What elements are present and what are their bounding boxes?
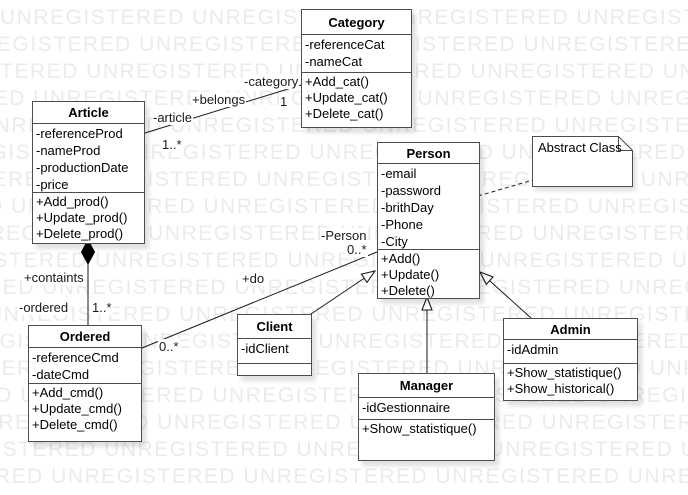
class-method: +Update_prod() [36, 210, 128, 225]
composition-diamond-icon [80, 238, 96, 266]
edge-client-person-generalization[interactable] [310, 270, 377, 315]
multiplicity-label: 1 [279, 94, 289, 109]
class-article[interactable]: Article -referenceProd -nameProd -produc… [32, 101, 145, 244]
watermark-text: UNREGISTERED UNREGISTERED UNREGISTERED U… [0, 168, 688, 191]
class-method: +Show_historical() [507, 381, 615, 396]
edge-ordered-person[interactable] [141, 251, 378, 349]
class-method: +Add_cat() [305, 74, 369, 89]
class-attribute: -idClient [241, 341, 289, 356]
watermark-text: UNREGISTERED UNREGISTERED UNREGISTERED U… [0, 195, 688, 218]
watermark-text: UNREGISTERED UNREGISTERED UNREGISTERED U… [0, 438, 688, 461]
role-label-ordered: -ordered [18, 300, 70, 315]
class-method: +Delete_prod() [36, 226, 124, 241]
class-method: +Update() [381, 267, 440, 282]
edge-name-containts: +containts [23, 270, 85, 285]
class-attribute: -City [381, 234, 408, 249]
class-attribute: -dateCmd [32, 367, 90, 382]
class-title: Manager [399, 378, 454, 393]
class-title: Person [406, 145, 451, 161]
edge-name-belongs: +belongs [191, 92, 247, 107]
multiplicity-label: 0..* [158, 339, 180, 354]
class-category[interactable]: Category -referenceCat -nameCat +Add_cat… [301, 9, 412, 128]
class-method: +Update_cmd() [32, 401, 122, 416]
class-title: Client [256, 319, 293, 334]
role-label-article: -article [152, 110, 194, 125]
class-attribute: -idAdmin [507, 342, 559, 357]
watermark-text: UNREGISTERED UNREGISTERED UNREGISTERED U… [0, 465, 688, 488]
class-method: +Update_cat() [305, 90, 388, 105]
watermark-text: UNREGISTERED UNREGISTERED UNREGISTERED U… [0, 411, 688, 434]
class-manager[interactable]: Manager -idGestionnaire +Show_statistiqu… [358, 373, 495, 461]
class-attribute: -Phone [381, 217, 423, 232]
class-method: +Delete_cmd() [32, 417, 118, 432]
class-attribute: -brithDay [381, 200, 434, 215]
class-attribute: -nameCat [305, 54, 363, 69]
role-label-person: -Person [320, 228, 368, 243]
multiplicity-label: 1..* [91, 300, 113, 315]
edge-admin-person-generalization[interactable] [478, 270, 532, 319]
note-text: Abstract Class [538, 140, 622, 155]
edge-article-category[interactable] [144, 84, 302, 134]
class-attribute: -nameProd [36, 143, 101, 158]
class-attribute: -productionDate [36, 160, 129, 175]
class-title: Admin [550, 321, 591, 337]
class-ordered[interactable]: Ordered -referenceCmd -dateCmd +Add_cmd(… [28, 325, 142, 442]
class-attribute: -password [381, 183, 441, 198]
class-attribute: -price [36, 177, 69, 192]
note-abstract-class[interactable]: Abstract Class [532, 136, 633, 187]
empty-methods-compartment [238, 363, 311, 375]
watermark-text: UNREGISTERED UNREGISTERED UNREGISTERED U… [0, 276, 688, 299]
class-attribute: -idGestionnaire [362, 400, 451, 415]
role-label-category: -category [243, 74, 300, 89]
class-client[interactable]: Client -idClient [237, 314, 312, 376]
class-attribute: -referenceCat [305, 37, 385, 52]
class-method: +Show_statistique() [362, 421, 477, 436]
edge-person-note-dashed[interactable] [477, 179, 534, 197]
class-method: +Add() [381, 251, 421, 266]
class-method: +Delete_cat() [305, 106, 384, 121]
class-method: +Show_statistique() [507, 365, 622, 380]
class-method: +Add_cmd() [32, 385, 104, 400]
class-title: Ordered [59, 329, 111, 344]
edge-name-do: +do [241, 271, 266, 286]
class-admin[interactable]: Admin -idAdmin +Show_statistique() +Show… [503, 318, 638, 401]
class-title: Category [328, 14, 385, 30]
watermark-text: UNREGISTERED UNREGISTERED UNREGISTERED U… [0, 249, 688, 272]
class-person[interactable]: Person -email -password -brithDay -Phone… [377, 142, 480, 299]
class-title: Article [68, 105, 109, 120]
class-method: +Delete() [381, 283, 435, 298]
note-shape [532, 136, 633, 187]
multiplicity-label: 1..* [161, 137, 183, 152]
multiplicity-label: 0..* [346, 242, 368, 257]
class-attribute: -email [381, 166, 417, 181]
class-attribute: -referenceProd [36, 126, 123, 141]
class-method: +Add_prod() [36, 194, 109, 209]
class-attribute: -referenceCmd [32, 350, 119, 365]
